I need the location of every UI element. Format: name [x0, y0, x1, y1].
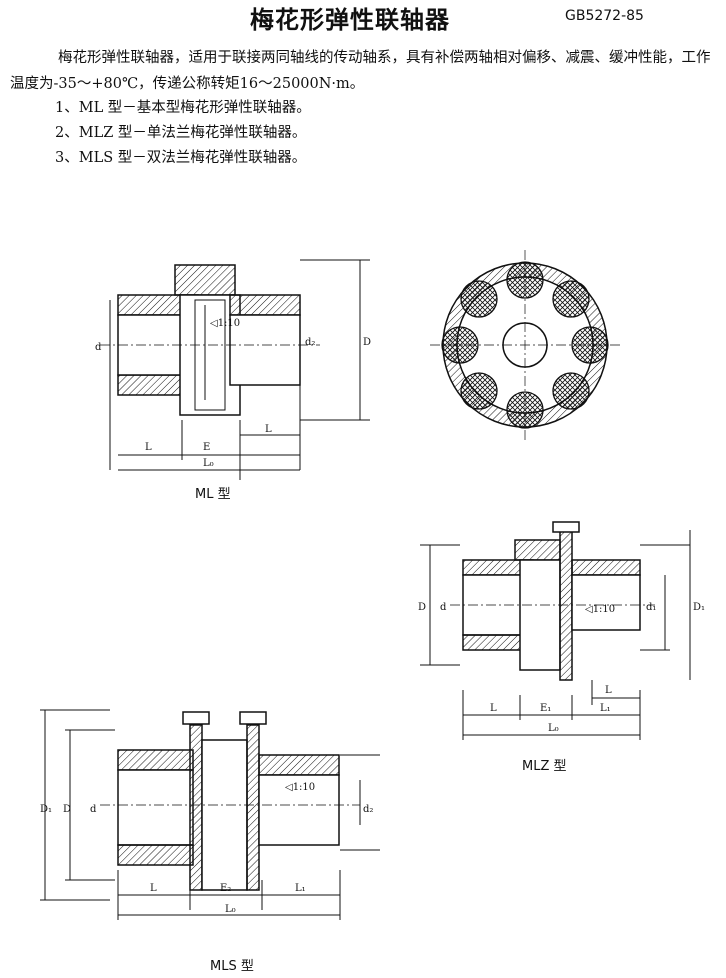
ml-end-view	[430, 250, 620, 440]
dimension-label: D	[63, 804, 71, 815]
ml-caption: ML 型	[195, 487, 231, 502]
dimension-label: d	[440, 602, 447, 613]
dimension-label: ◁1:10	[285, 782, 315, 793]
mls-caption: MLS 型	[210, 959, 254, 974]
dimension-label: L	[605, 685, 612, 696]
ml-drawing: ◁1:10 d d₂ D L E L L₀ ML 型	[95, 259, 371, 502]
mlz-caption: MLZ 型	[522, 759, 567, 774]
dimension-label: L	[490, 703, 497, 714]
dimension-label: D₁	[40, 804, 52, 815]
dimension-label: L	[150, 883, 157, 894]
dimension-label: L₁	[295, 883, 306, 894]
type-item-mls: 3、MLS 型－双法兰梅花弹性联轴器。	[55, 150, 307, 166]
dimension-label: E₂	[220, 883, 231, 894]
dimension-label: d₂	[305, 337, 315, 348]
dimension-label: L₁	[600, 703, 611, 714]
dimension-label: L₀	[225, 904, 236, 915]
dimension-label: d	[90, 804, 97, 815]
mls-drawing: ◁1:10 D₁ D d d₂ L E₂ L₁ L₀ MLS 型	[40, 709, 380, 974]
standard-number: GB5272-85	[565, 8, 644, 24]
mlz-drawing: ◁1:10 D d d₁ D₁ L L E₁ L₁ L₀ MLZ 型	[418, 521, 705, 774]
page-title: 梅花形弹性联轴器	[250, 6, 450, 34]
dimension-label: ◁1:10	[585, 604, 615, 615]
dimension-label: D₁	[693, 602, 705, 613]
type-item-mlz: 2、MLZ 型－单法兰梅花弹性联轴器。	[55, 125, 307, 141]
dimension-label: L₀	[548, 723, 559, 734]
intro-paragraph: 梅花形弹性联轴器，适用于联接两同轴线的传动轴系，具有补偿两轴相对偏移、减震、缓冲…	[10, 50, 711, 92]
dimension-label: d₁	[646, 602, 656, 613]
type-item-ml: 1、ML 型－基本型梅花形弹性联轴器。	[55, 100, 311, 116]
dimension-label: E	[203, 442, 210, 453]
dimension-label: D	[363, 337, 371, 348]
dimension-label: D	[418, 602, 426, 613]
dimension-label: L₀	[203, 458, 214, 469]
dimension-label: ◁1:10	[210, 318, 240, 329]
dimension-label: d₂	[363, 804, 373, 815]
dimension-label: L	[265, 424, 272, 435]
dimension-label: E₁	[540, 703, 551, 714]
dimension-label: d	[95, 342, 102, 353]
dimension-label: L	[145, 442, 152, 453]
